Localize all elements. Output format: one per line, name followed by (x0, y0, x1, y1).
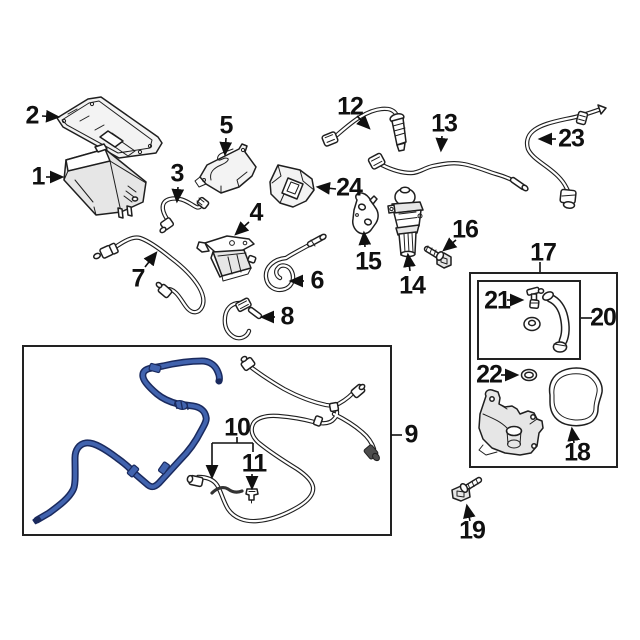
callout-label-12: 12 (337, 92, 364, 121)
callout-label-17: 17 (530, 238, 557, 267)
part-8-hose (222, 297, 263, 341)
callout-label-7: 7 (131, 264, 146, 293)
callout-label-24: 24 (336, 173, 363, 202)
callout-label-15: 15 (355, 247, 382, 276)
callout-label-8: 8 (280, 302, 295, 331)
part-16-bolt (423, 245, 452, 269)
callout-label-3: 3 (170, 159, 185, 188)
part-24-bracket (269, 164, 315, 208)
part-12-oxygen-sensor (321, 106, 407, 152)
part-9-hose-assembly-highlighted (32, 357, 223, 525)
part-10-hose-assembly (186, 355, 380, 524)
part-2-shield-plate (56, 96, 163, 159)
callout-label-11: 11 (241, 449, 267, 478)
part-13-tube (367, 152, 529, 192)
callout-label-5: 5 (219, 111, 234, 140)
callout-label-14: 14 (399, 271, 426, 300)
callout-label-16: 16 (452, 215, 479, 244)
part-15-gasket (352, 192, 379, 235)
callout-label-2: 2 (25, 101, 40, 130)
callout-label-1: 1 (31, 162, 46, 191)
callout-label-18: 18 (564, 438, 591, 467)
part-18-gasket-seal (548, 367, 603, 427)
part-22-o-ring (520, 368, 538, 382)
callout-label-10: 10 (224, 413, 251, 442)
group-box-17-frame (469, 272, 618, 468)
part-21-fitting (526, 286, 545, 310)
callout-label-4: 4 (249, 198, 264, 227)
part-7-tube (93, 235, 206, 315)
part-23-tube (524, 104, 607, 209)
part-6-hose (263, 233, 327, 292)
group-box-9-frame (22, 345, 392, 536)
part-19-bolt (451, 476, 483, 502)
callout-label-19: 19 (459, 516, 486, 545)
part-3-hose (159, 196, 210, 234)
kit-shield-part (478, 389, 544, 456)
callout-label-23: 23 (558, 124, 585, 153)
callout-label-20: 20 (590, 303, 617, 332)
part-11-clip (245, 488, 259, 504)
part-4-purge-valve (196, 235, 257, 282)
callout-label-9: 9 (404, 420, 419, 449)
part-20-tube (523, 291, 570, 353)
part-14-egr-valve (387, 186, 424, 258)
callout-label-21: 21 (484, 286, 511, 315)
callout-arrows (41, 109, 592, 522)
part-1-vapor-canister (63, 143, 147, 219)
callout-label-13: 13 (431, 109, 458, 138)
callout-label-22: 22 (476, 360, 503, 389)
callout-label-6: 6 (310, 266, 325, 295)
